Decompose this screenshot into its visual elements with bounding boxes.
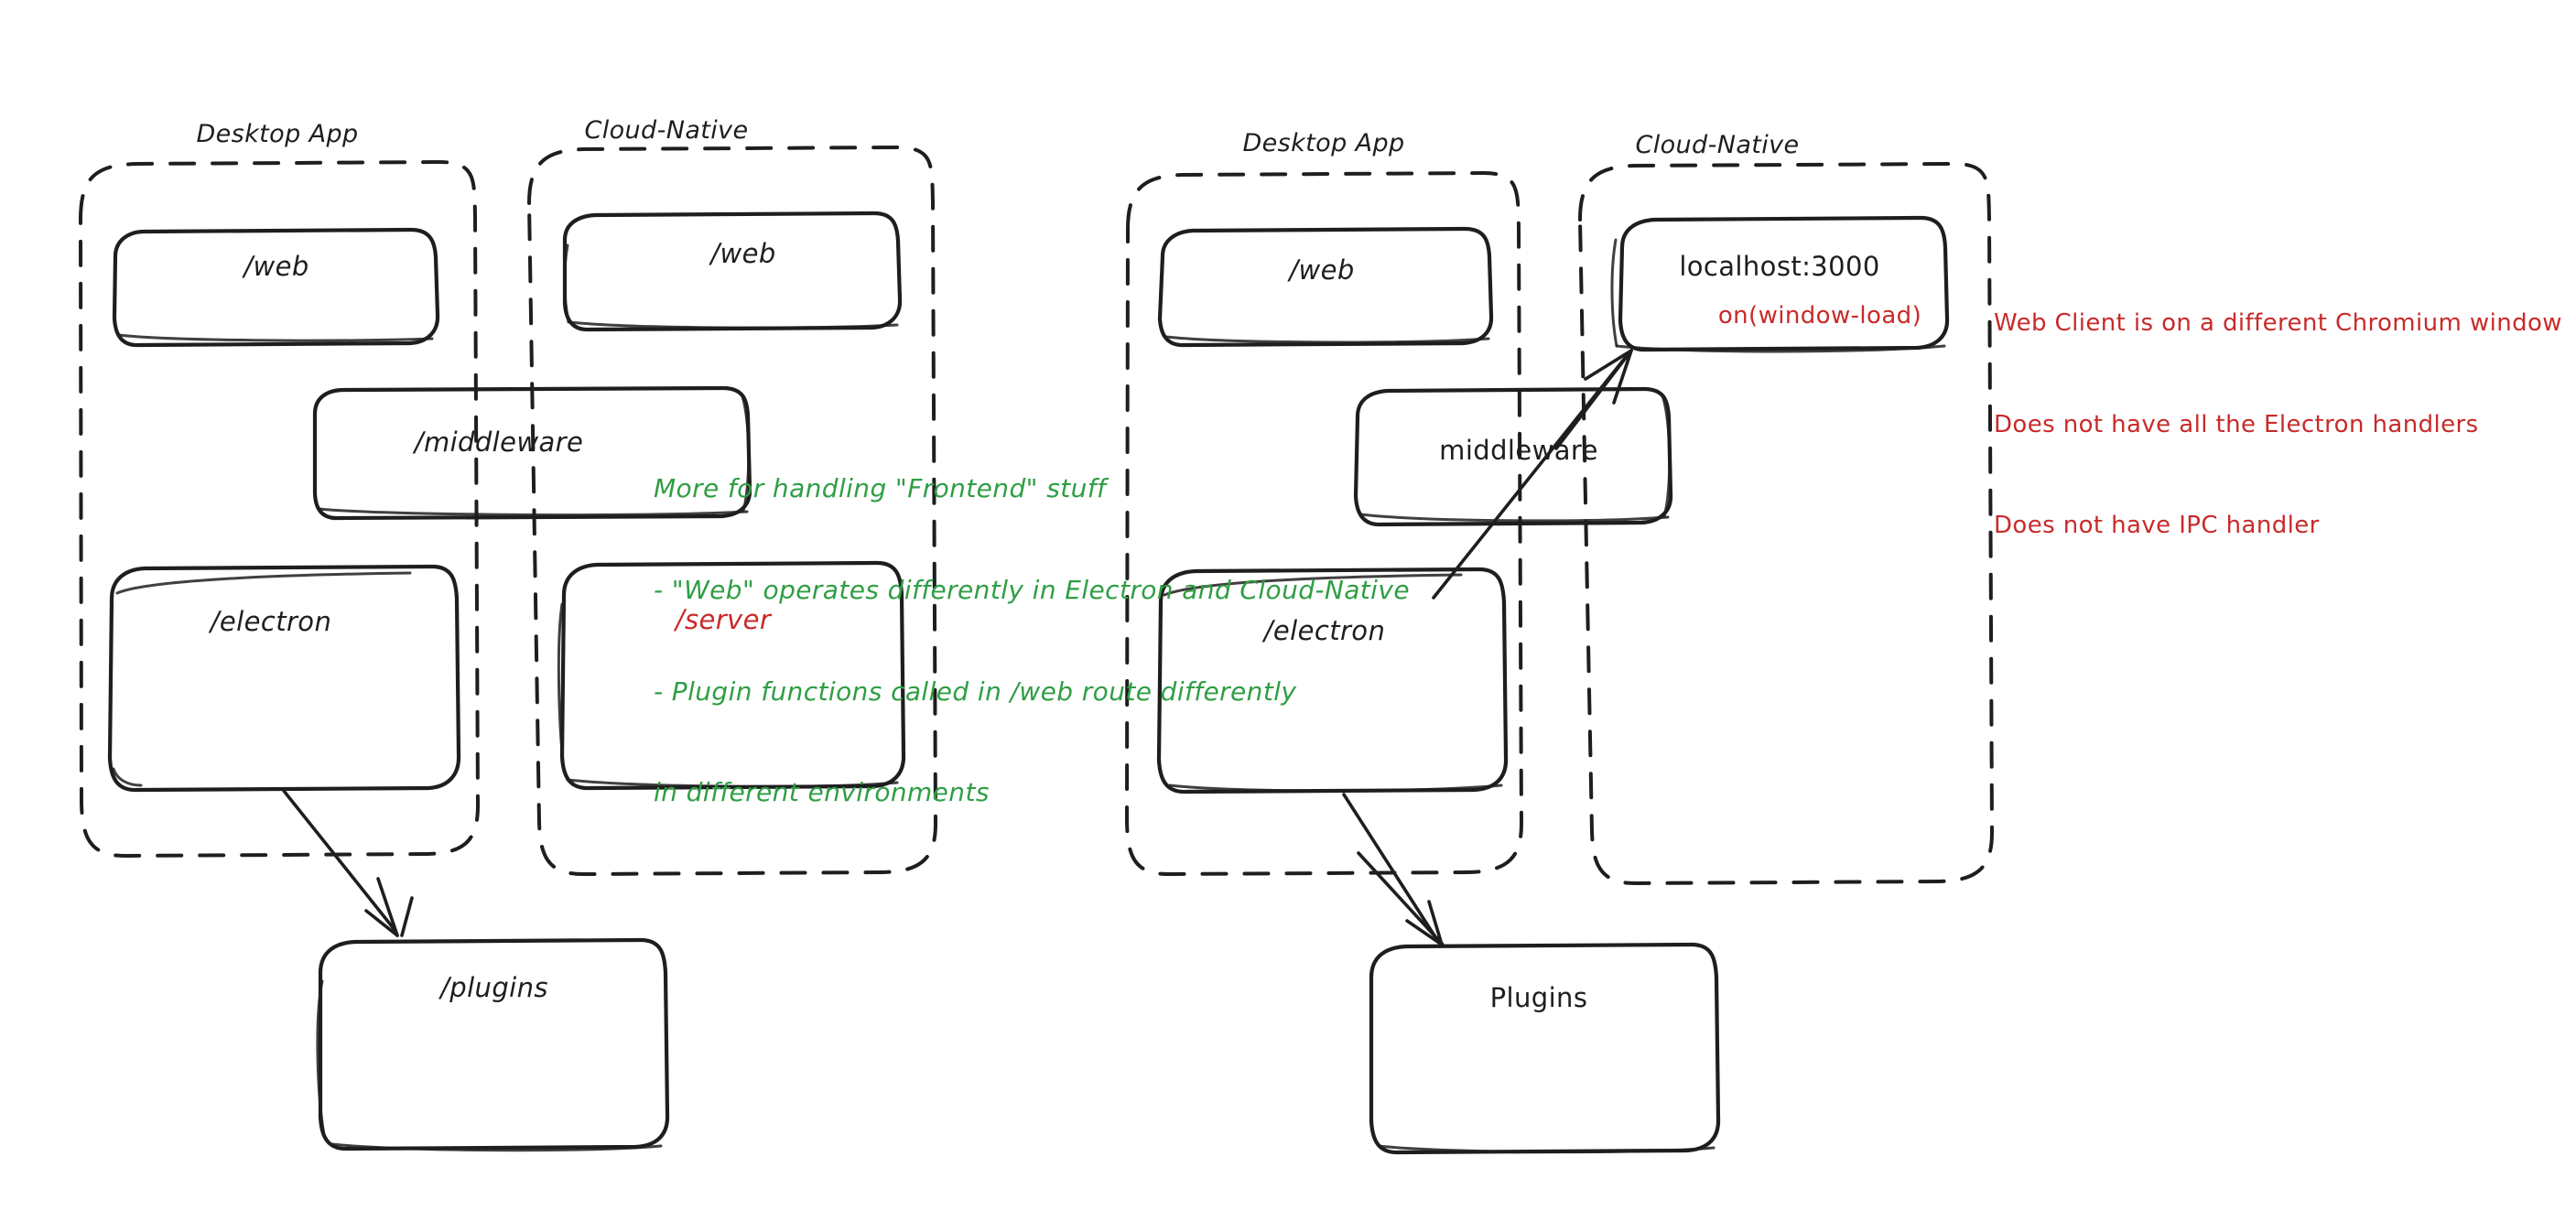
node-label-left-middleware[interactable]: /middleware	[414, 427, 584, 458]
group-label-right-desktop-app: Desktop App	[1242, 129, 1405, 157]
node-label-right-desktop-web[interactable]: /web	[1289, 254, 1355, 286]
node-outline-right-localhost	[1610, 215, 1950, 353]
note-green-line-3: - Plugin functions called in /web route …	[654, 675, 1297, 707]
note-green-line-1: More for handling "Frontend" stuff	[654, 472, 1107, 503]
node-outline-left-desktop-web	[112, 227, 440, 348]
node-label-right-localhost[interactable]: localhost:3000	[1679, 251, 1880, 282]
node-label-left-plugins[interactable]: /plugins	[440, 972, 548, 1003]
arrow-right-electron-to-localhost	[1432, 349, 1633, 600]
node-label-right-plugins[interactable]: Plugins	[1489, 982, 1588, 1013]
node-outline-right-plugins	[1369, 942, 1721, 1155]
node-outline-left-electron	[107, 564, 461, 793]
note-red-block: Web Client is on a different Chromium wi…	[1994, 239, 2562, 611]
note-green-line-2: - "Web" operates differently in Electron…	[654, 574, 1410, 605]
note-red-line-1: Web Client is on a different Chromium wi…	[1994, 308, 2562, 337]
note-red-line-2: Does not have all the Electron handlers	[1994, 410, 2479, 438]
node-label-left-electron[interactable]: /electron	[210, 606, 332, 637]
node-label-right-middleware[interactable]: middleware	[1439, 435, 1598, 466]
node-sublabel-right-localhost-onwindowload: on(window-load)	[1717, 302, 1922, 330]
node-label-left-desktop-web[interactable]: /web	[244, 251, 309, 282]
group-label-right-cloud-native: Cloud-Native	[1635, 131, 1800, 159]
node-outline-left-cloud-web	[562, 211, 903, 332]
group-label-left-cloud-native: Cloud-Native	[584, 116, 749, 145]
group-label-left-desktop-app: Desktop App	[196, 120, 359, 148]
node-label-left-cloud-web[interactable]: /web	[710, 238, 776, 269]
note-red-line-3: Does not have IPC handler	[1994, 512, 2320, 540]
node-label-right-electron[interactable]: /electron	[1263, 615, 1386, 646]
note-green-line-4: in different environments	[654, 777, 990, 808]
arrow-left-electron-to-plugins	[282, 789, 414, 937]
node-outline-right-desktop-web	[1157, 226, 1494, 348]
node-label-left-server[interactable]: /server	[675, 604, 772, 635]
note-green-block: More for handling "Frontend" stuff - "We…	[654, 405, 1410, 878]
